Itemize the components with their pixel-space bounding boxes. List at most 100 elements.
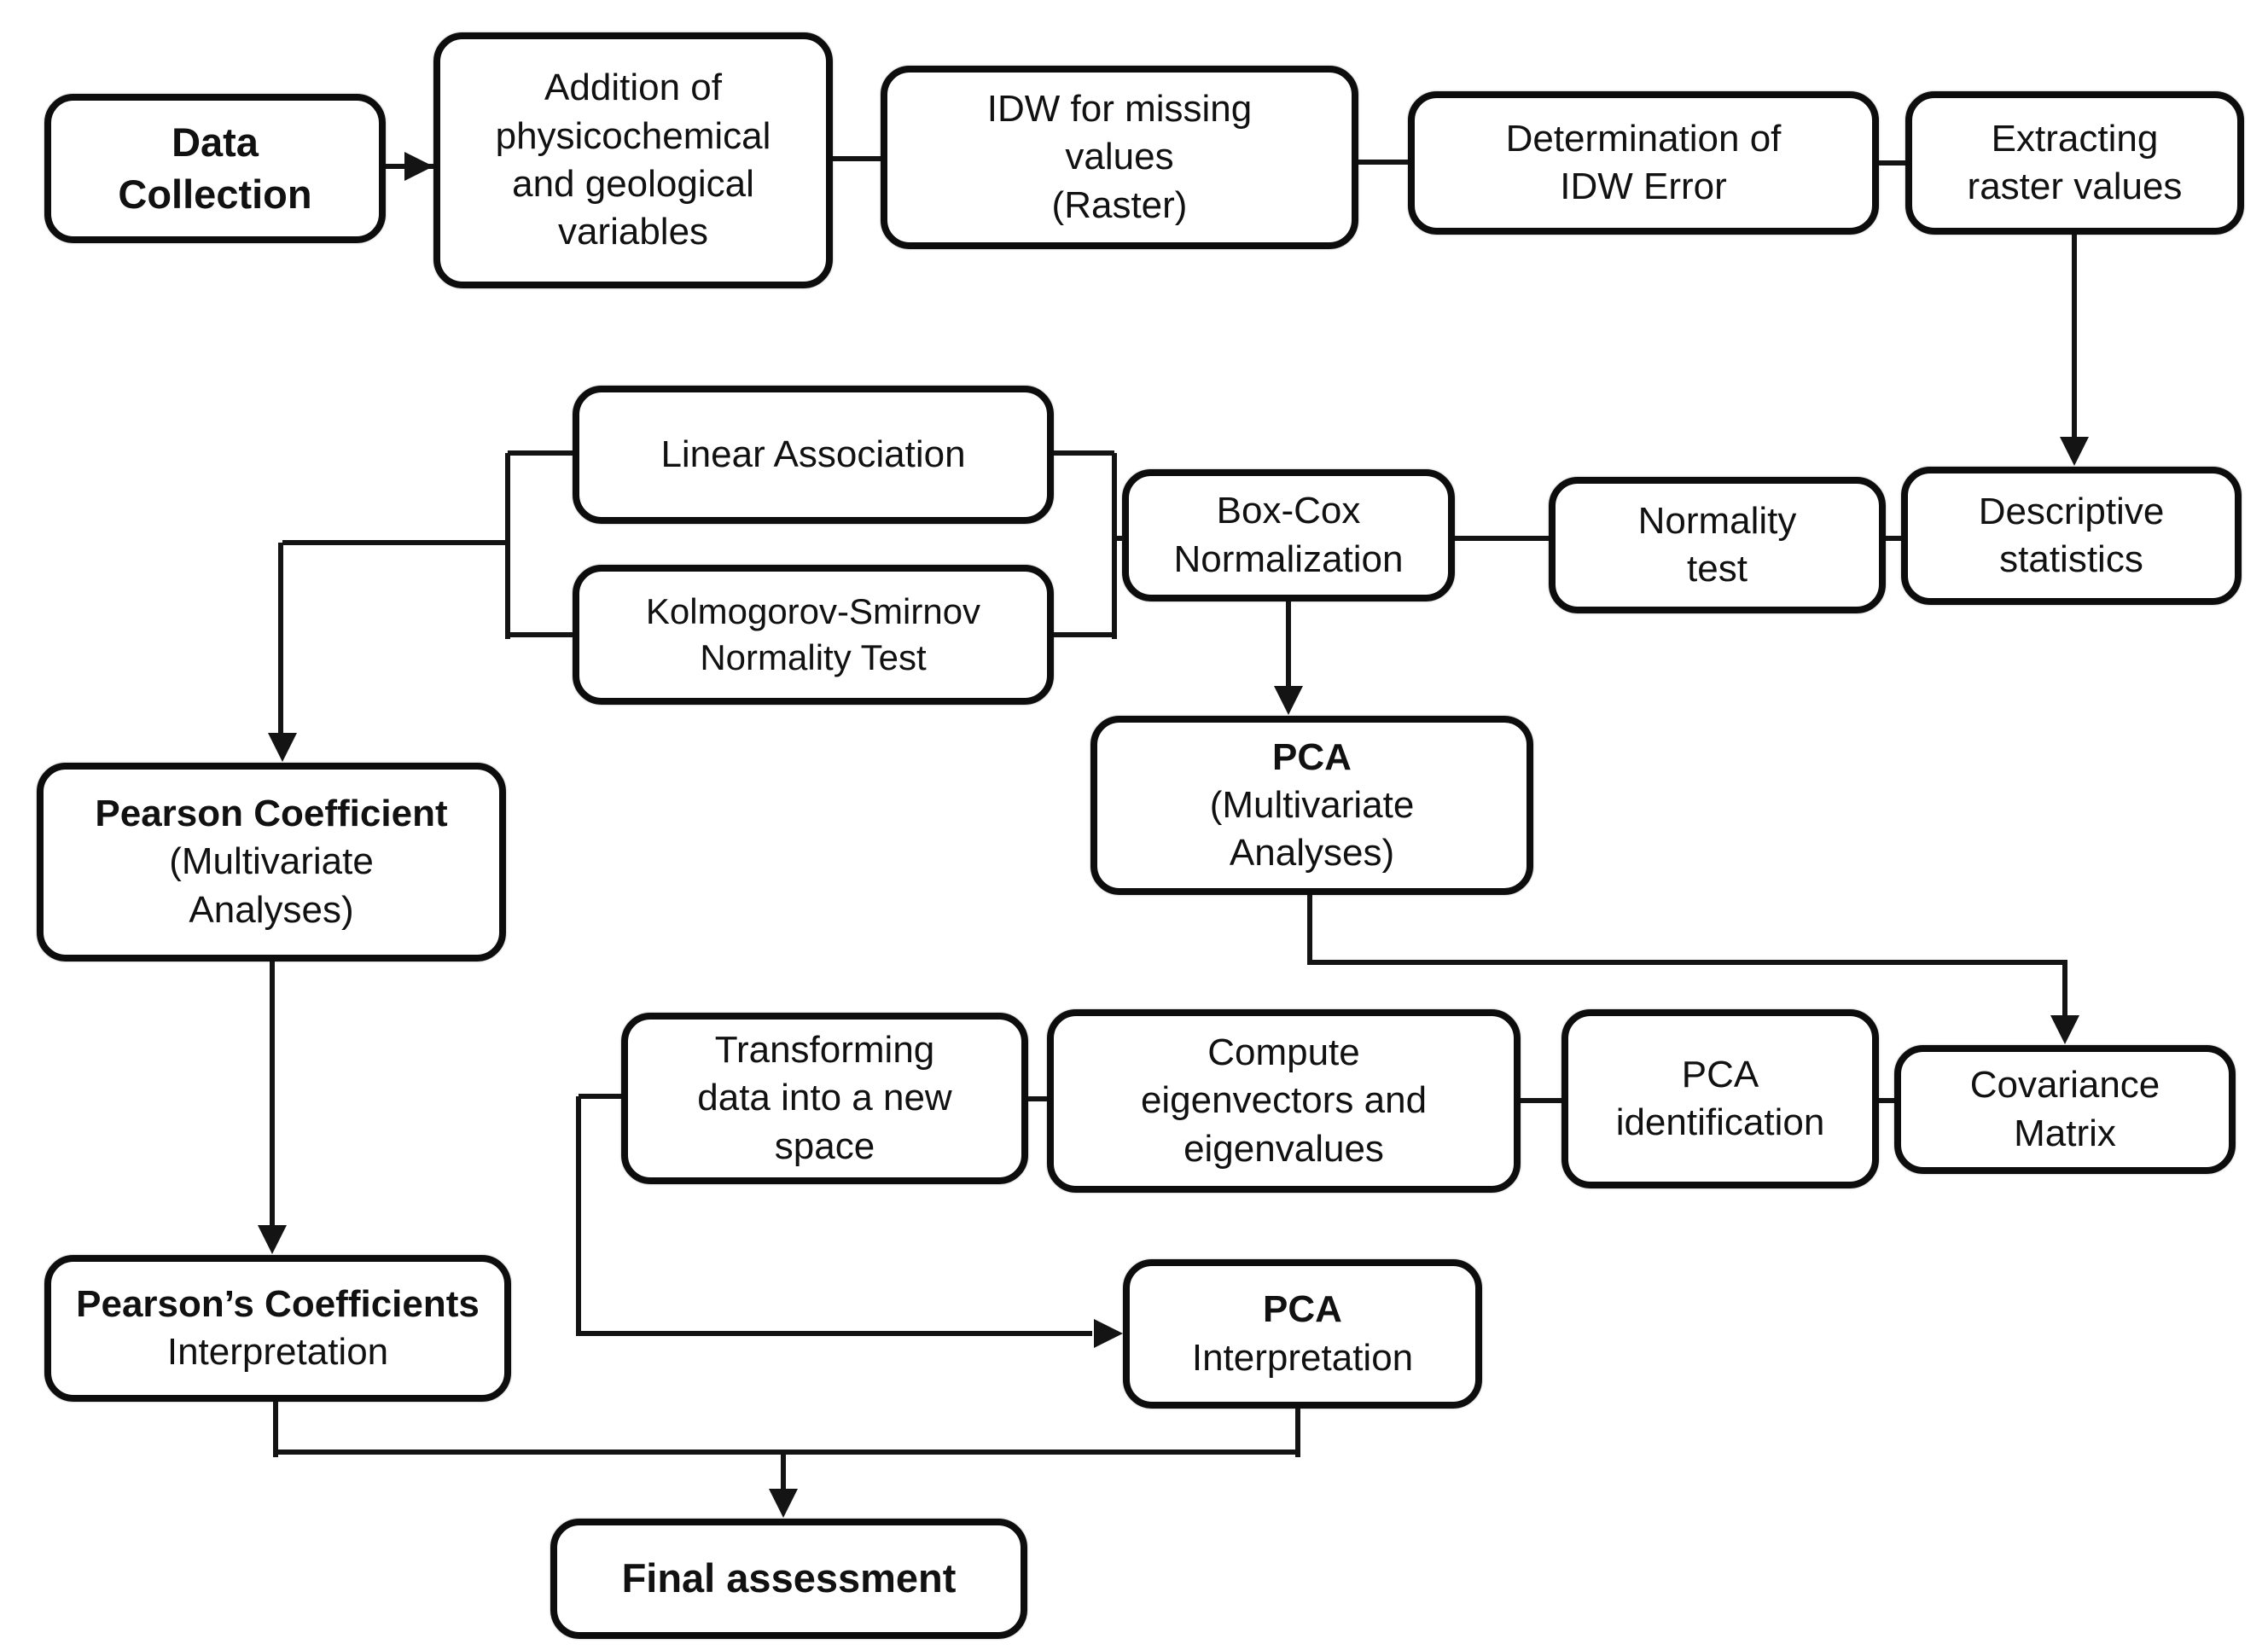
connector-line	[1286, 601, 1291, 688]
node-label-line: space	[774, 1124, 875, 1167]
node-label-line: physicochemical	[495, 114, 771, 157]
connector-line	[1307, 895, 1312, 965]
connector-line	[781, 1452, 786, 1491]
node-label-line: Normalization	[1173, 537, 1404, 580]
node-label-line: Transforming	[714, 1029, 935, 1072]
node-label-line: Collection	[118, 171, 312, 217]
node-label-line: Interpretation	[166, 1331, 389, 1373]
connector-line	[1310, 960, 2067, 965]
node-label-line: Pearson Coefficient	[95, 793, 448, 835]
node-label-line: Compute	[1207, 1031, 1360, 1074]
connector-line	[1879, 160, 1905, 166]
connector-line	[1521, 1098, 1561, 1103]
node-final-assessment: Final assessment	[550, 1519, 1027, 1639]
node-label-line: PCA	[1681, 1053, 1759, 1095]
arrowhead-down-icon	[1274, 686, 1303, 715]
node-label-line: Analyses)	[1229, 832, 1395, 874]
arrowhead-down-icon	[769, 1489, 798, 1518]
connector-line	[1028, 1096, 1047, 1101]
connector-line	[2072, 235, 2077, 441]
node-label-line: Linear Association	[660, 433, 966, 475]
connector-line	[579, 1094, 621, 1099]
node-label-line: (Raster)	[1051, 183, 1188, 226]
node-label-line: IDW Error	[1560, 166, 1727, 207]
node-pca-interpretation: PCA Interpretation	[1123, 1259, 1482, 1409]
arrowhead-down-icon	[268, 733, 297, 762]
arrowhead-right-icon	[1094, 1319, 1123, 1348]
node-label-line: Data	[172, 119, 259, 166]
node-label-line: Matrix	[2014, 1112, 2116, 1154]
node-idw-error: Determination of IDW Error	[1408, 91, 1879, 235]
node-compute-eigen: Compute eigenvectors and eigenvalues	[1047, 1009, 1521, 1193]
node-label-line: values	[1065, 136, 1174, 178]
node-label-line: PCA	[1263, 1288, 1342, 1331]
node-label-line: Pearson’s Coefficients	[76, 1282, 480, 1325]
node-label-line: PCA	[1272, 735, 1352, 778]
node-label-line: (Multivariate	[169, 840, 374, 883]
node-label-line: test	[1687, 548, 1748, 590]
node-label-line: Descriptive	[1978, 490, 2165, 532]
node-pca-identification: PCA identification	[1561, 1009, 1879, 1188]
node-extracting-raster: Extracting raster values	[1905, 91, 2244, 235]
node-label-line: raster values	[1967, 166, 2183, 207]
arrowhead-down-icon	[2060, 437, 2089, 466]
arrowhead-down-icon	[2050, 1015, 2079, 1044]
connector-line	[1112, 536, 1124, 541]
connector-line	[508, 450, 573, 456]
node-label-line: Analyses)	[189, 888, 354, 931]
connector-line	[1358, 160, 1408, 165]
connector-line	[276, 1450, 1300, 1455]
node-label-line: IDW for missing	[986, 88, 1253, 131]
connector-line	[508, 632, 573, 637]
node-label-line: (Multivariate	[1209, 783, 1415, 826]
node-label-line: Final assessment	[621, 1555, 957, 1601]
node-normality-test: Normality test	[1549, 477, 1886, 613]
node-label-line: eigenvectors and	[1140, 1079, 1428, 1122]
connector-line	[273, 1402, 278, 1457]
node-label-line: variables	[557, 211, 709, 253]
connector-line	[1879, 1098, 1894, 1103]
node-label-line: Normality	[1637, 499, 1797, 542]
node-label-line: Interpretation	[1191, 1336, 1414, 1379]
connector-line	[1112, 453, 1117, 639]
node-linear-association: Linear Association	[573, 386, 1054, 524]
arrowhead-right-icon	[404, 152, 433, 181]
node-label-line: Covariance	[1969, 1064, 2160, 1107]
connector-line	[282, 540, 508, 545]
connector-line	[1886, 536, 1901, 541]
node-label-line: Normality Test	[700, 637, 927, 677]
node-label-line: and geological	[512, 163, 754, 205]
connector-line	[278, 543, 283, 734]
node-label-line: Determination of	[1505, 117, 1782, 160]
connector-line	[833, 156, 881, 161]
node-label-line: Extracting	[1991, 117, 2159, 160]
arrowhead-down-icon	[258, 1225, 287, 1254]
connector-line	[1054, 450, 1114, 456]
node-label-line: Box-Cox	[1216, 490, 1361, 532]
node-label-line: eigenvalues	[1183, 1127, 1384, 1170]
connector-line	[576, 1096, 581, 1336]
node-label-line: Addition of	[544, 67, 722, 109]
node-label-line: statistics	[1999, 538, 2143, 580]
node-label-line: data into a new	[697, 1077, 952, 1119]
node-descriptive-statistics: Descriptive statistics	[1901, 467, 2242, 605]
node-transforming-data: Transforming data into a new space	[621, 1013, 1028, 1184]
connector-line	[505, 453, 510, 639]
node-idw-missing-values: IDW for missing values (Raster)	[881, 66, 1358, 249]
node-label-line: Kolmogorov-Smirnov	[645, 591, 981, 632]
node-addition-variables: Addition of physicochemical and geological…	[433, 32, 833, 288]
connector-line	[1054, 632, 1114, 637]
connector-line	[1455, 536, 1549, 541]
connector-line	[270, 962, 275, 1226]
node-label-line: identification	[1615, 1101, 1825, 1143]
connector-line	[2062, 962, 2067, 1018]
connector-line	[1295, 1409, 1300, 1457]
